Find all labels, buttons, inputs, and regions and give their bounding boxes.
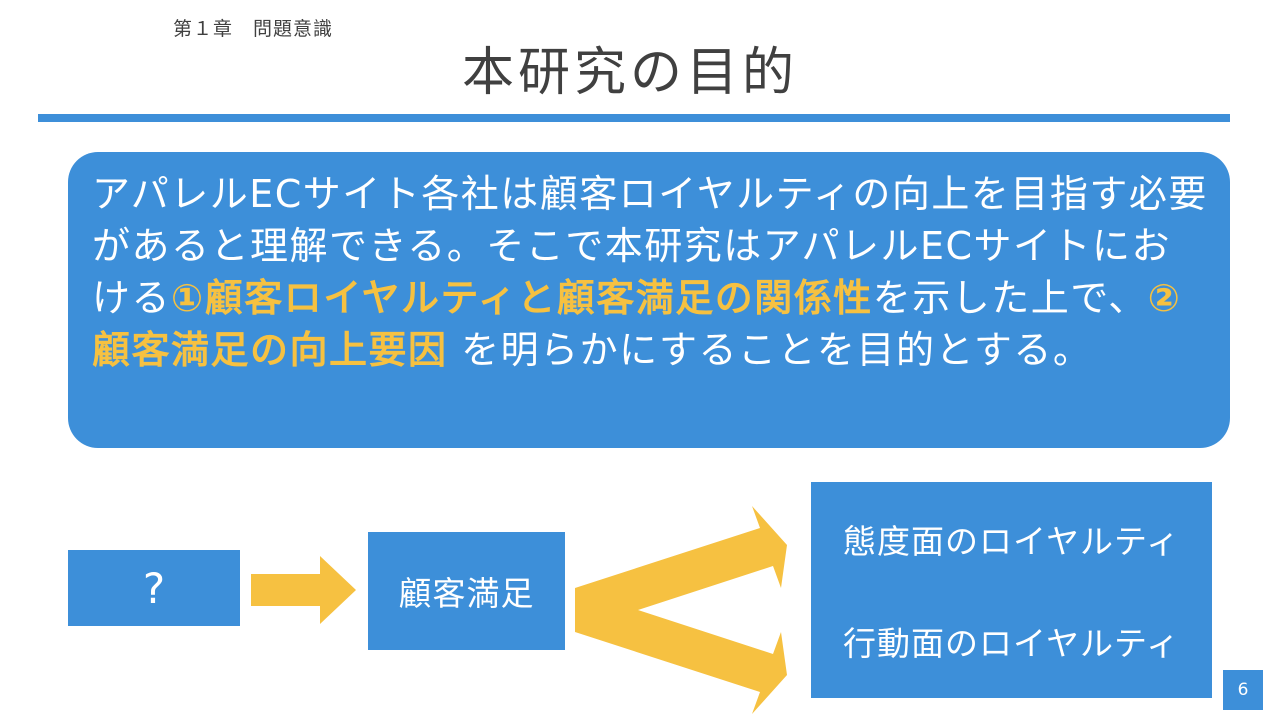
purpose-highlight-2: ②顧客満足の向上要因 [92, 276, 1182, 372]
customer-satisfaction-box: 顧客満足 [368, 532, 565, 650]
page-number: 6 [1223, 670, 1263, 710]
unknown-factor-box: ? [68, 550, 240, 626]
purpose-text-3: を明らかにすることを目的とする。 [447, 328, 1093, 372]
fork-arrow [575, 506, 787, 714]
purpose-highlight-1: ①顧客ロイヤルティと顧客満足の関係性 [171, 276, 873, 320]
purpose-box: アパレルECサイト各社は顧客ロイヤルティの向上を目指す必要があると理解できる。そ… [68, 152, 1230, 448]
unknown-factor-label: ? [142, 563, 166, 613]
title-divider [38, 114, 1230, 122]
purpose-text-2: を示した上で、 [872, 276, 1148, 320]
slide-title: 本研究の目的 [461, 43, 798, 103]
attitudinal-loyalty-label: 態度面のロイヤルティ [842, 522, 1181, 561]
behavioral-loyalty-label: 行動面のロイヤルティ [842, 624, 1181, 663]
arrow-right [251, 556, 356, 624]
purpose-text-1: アパレルECサイト各社は顧客ロイヤルティの向上を目指す必要があると理解できる。そ… [92, 172, 1208, 320]
chapter-label: 第１章 問題意識 [173, 18, 334, 40]
loyalty-box: 態度面のロイヤルティ 行動面のロイヤルティ [811, 482, 1212, 698]
customer-satisfaction-label: 顧客満足 [398, 574, 535, 613]
